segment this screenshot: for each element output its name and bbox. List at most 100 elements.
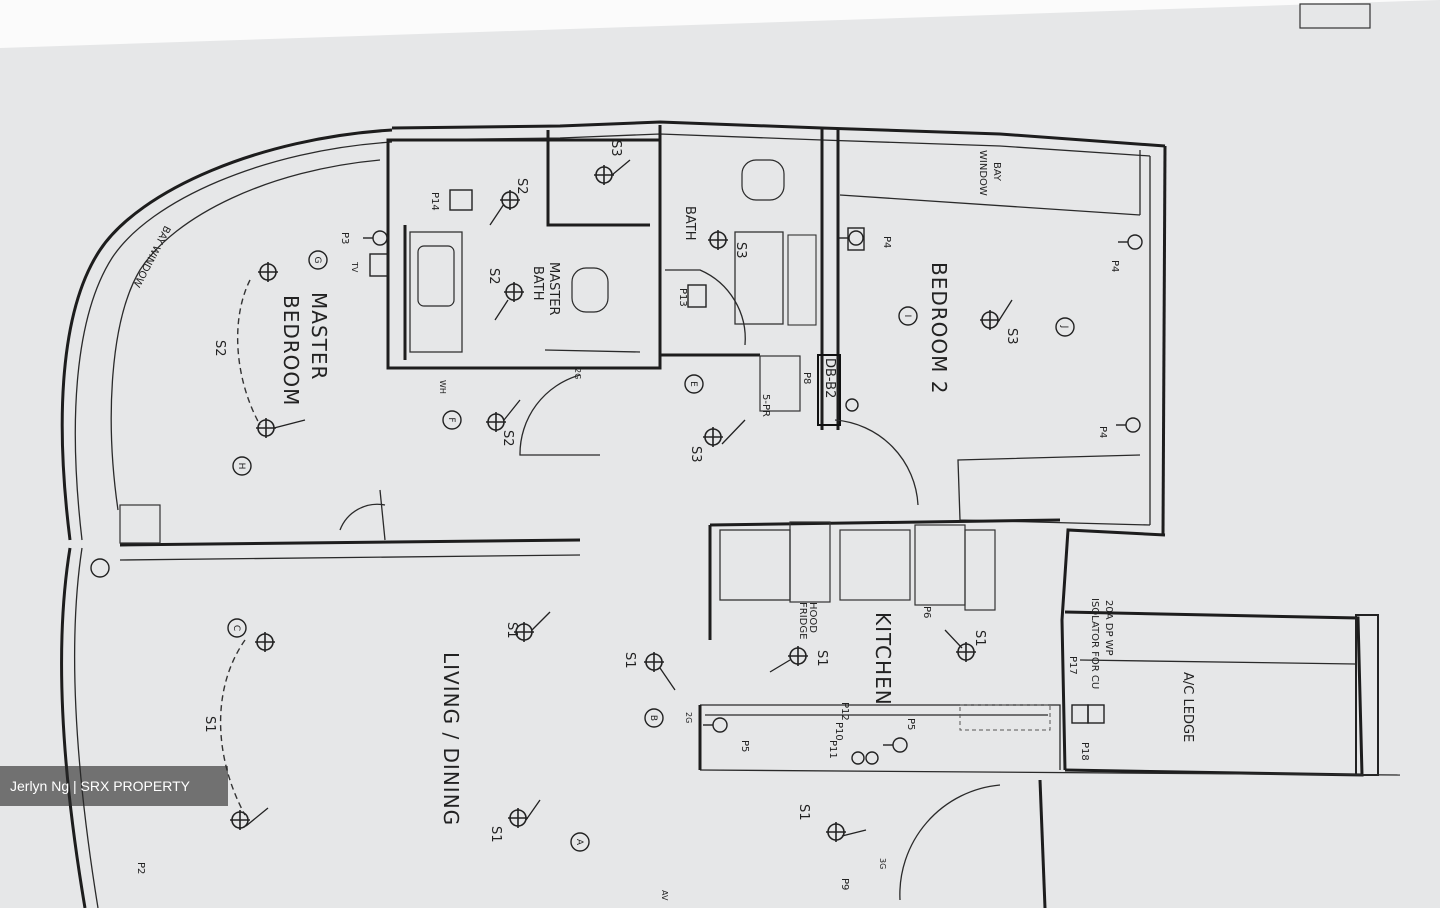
point-label-p2: P2	[135, 862, 146, 874]
living-curved-wall-inner	[73, 547, 99, 908]
master-door-2	[339, 503, 386, 531]
light-tag-a-label: A	[574, 839, 584, 846]
fridge-label: FRIDGE	[797, 602, 808, 639]
light-tag-h	[232, 456, 252, 476]
switch-labels: S2 S2 S2 S2 S3 S3 S3 S3 S1 S1 S1 S1 S1 S…	[202, 140, 1019, 843]
top-wall-inner	[391, 133, 1151, 157]
ac-ledge-outline	[1064, 610, 1364, 777]
master-bedroom-label-2: BEDROOM	[279, 295, 303, 406]
switch-arrow	[997, 299, 1013, 323]
bath-vanity	[734, 231, 784, 325]
point-label-p9: P9	[839, 878, 850, 890]
bay-window-wall-inner	[74, 141, 393, 541]
light-tag-f-label: F	[446, 417, 456, 422]
light-point	[826, 822, 846, 842]
point-label-p4: P4	[1097, 426, 1108, 438]
point-label-p8: P8	[801, 372, 812, 384]
light-tag-f	[442, 410, 462, 430]
spr-label: 5-PR	[760, 394, 771, 417]
switch-box	[369, 253, 389, 277]
point-label-p18: P18	[1079, 742, 1090, 761]
light-tag-j	[1055, 317, 1075, 337]
bath-shower	[787, 234, 817, 326]
power-point	[90, 558, 110, 578]
switch-label-s1: S1	[488, 826, 503, 843]
bedroom2-door-swing	[834, 419, 919, 506]
point-label-p5: P5	[739, 740, 750, 752]
light-tag-h-label: H	[236, 463, 246, 470]
bedroom2-label: BEDROOM 2	[927, 262, 951, 394]
switch-label-s1: S1	[504, 622, 519, 639]
corner-box	[1299, 3, 1371, 29]
switch-arrow	[273, 419, 306, 429]
light-tag-b	[644, 708, 664, 728]
switch-arc-master	[237, 279, 261, 426]
bay-window-inner-sill	[110, 159, 381, 511]
small-labels: 2G 2G 3G WH TV AV	[350, 261, 887, 901]
switch-box	[449, 189, 473, 211]
bay-window-wall-outer	[60, 128, 393, 541]
point-label-p10: P10	[833, 722, 844, 741]
power-point	[845, 398, 859, 412]
light-tag-c	[227, 618, 247, 638]
switch-arrow	[503, 399, 521, 421]
light-point	[508, 808, 528, 828]
light-point	[956, 642, 976, 662]
switch-arrow	[659, 667, 676, 691]
kitchen-right-wall	[1060, 528, 1166, 771]
ac-ledge-bottom	[699, 769, 1401, 776]
watermark: Jerlyn Ng | SRX PROPERTY	[0, 766, 228, 806]
switch-label-s2: S2	[514, 178, 529, 195]
switch-box	[687, 284, 707, 308]
power-point	[1116, 417, 1141, 433]
light-tag-i-label: I	[902, 315, 912, 318]
hob	[839, 529, 911, 601]
switch-arrow	[721, 419, 746, 445]
small-label-wh: WH	[438, 380, 447, 394]
light-point	[788, 646, 808, 666]
switch-arrow	[525, 799, 541, 821]
small-label-2g: 2G	[573, 368, 582, 379]
switch-arc-living	[219, 639, 246, 816]
bedside-unit	[119, 504, 161, 544]
light-tag-e	[684, 374, 704, 394]
switch-box	[1087, 704, 1105, 724]
light-tag-e-label: E	[688, 381, 698, 387]
bay-window-label-top-2: WINDOW	[977, 150, 988, 196]
switch-label-s3: S3	[688, 446, 703, 463]
point-label-p13: P13	[677, 288, 688, 307]
light-tag-letters: A B C E F G H I J	[231, 257, 1069, 846]
bath-wc	[741, 159, 785, 201]
spr-panel	[759, 355, 801, 412]
bath-label: BATH	[682, 206, 697, 241]
top-wall	[391, 120, 1166, 148]
switch-label-s1: S1	[796, 804, 811, 821]
light-tag-i	[898, 306, 918, 326]
master-wardrobe-wall-2	[119, 554, 581, 561]
entry-wall	[1038, 779, 1047, 908]
switch-label-s3: S3	[608, 140, 623, 157]
light-point	[255, 632, 275, 652]
light-tag-b-label: B	[648, 715, 658, 721]
isolator-label-2: ISOLATOR FOR CU	[1089, 598, 1100, 689]
switch-arrows	[245, 159, 1013, 837]
power-points	[90, 189, 1143, 765]
switch-arrow	[245, 807, 269, 827]
ac-ledge-label: A/C LEDGE	[1180, 672, 1195, 742]
point-label-p12: P12	[839, 702, 850, 721]
bath-door-swing	[665, 269, 746, 346]
ac-ledge-line	[1079, 659, 1356, 665]
switch-label-s1: S1	[814, 650, 829, 667]
light-tag-g	[308, 250, 328, 270]
power-point	[865, 751, 879, 765]
entry-door-swing	[899, 784, 1001, 901]
bedroom2-bottom-wall	[957, 454, 1151, 526]
isolator-label-1: 20A DP WP	[1103, 600, 1114, 656]
master-bath-vanity	[409, 231, 463, 353]
switch-label-s2: S2	[212, 340, 227, 357]
bedroom2-right-wall	[1161, 145, 1167, 536]
kitchen-wall-top	[709, 518, 1061, 527]
switch-arrow	[489, 203, 505, 226]
master-wardrobe-wall	[119, 538, 581, 547]
